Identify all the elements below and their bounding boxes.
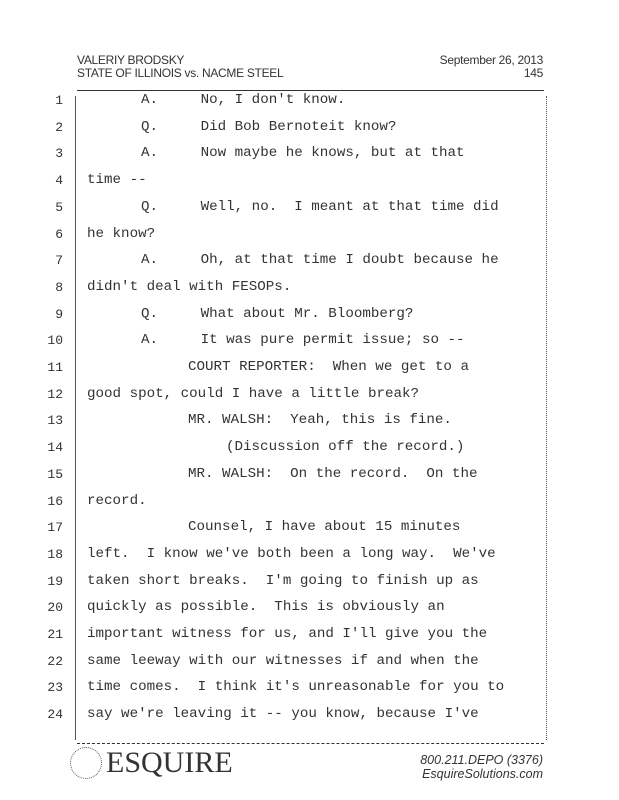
- line-number: 17: [47, 520, 63, 536]
- footer-rule: [77, 743, 544, 744]
- transcript-line-text: Q. What about Mr. Bloomberg?: [141, 305, 414, 322]
- transcript-line-text: he know?: [87, 225, 156, 242]
- line-number: 20: [47, 600, 63, 616]
- line-number: 12: [47, 386, 63, 402]
- transcript-line-text: MR. WALSH: On the record. On the: [188, 465, 478, 482]
- logo-text: ESQUIRE: [106, 746, 233, 779]
- transcript-line-text: COURT REPORTER: When we get to a: [188, 359, 469, 375]
- transcript-line-text: taken short breaks. I'm going to finish …: [87, 572, 479, 589]
- header-right: September 26, 2013 145: [439, 53, 544, 80]
- transcript-line-text: record.: [87, 492, 147, 509]
- line-number: 1: [55, 93, 63, 108]
- line-number: 13: [47, 413, 63, 429]
- transcript-line-text: important witness for us, and I'll give …: [87, 626, 488, 642]
- transcript-line-text: A. Now maybe he knows, but at that: [141, 145, 465, 162]
- website: EsquireSolutions.com: [422, 767, 543, 781]
- line-number: 10: [47, 333, 63, 349]
- line-number: 22: [47, 653, 63, 669]
- right-margin-line: [546, 96, 547, 740]
- witness-name: VALERIY BRODSKY: [77, 53, 185, 67]
- line-number: 4: [55, 173, 63, 189]
- transcript-line-text: Counsel, I have about 15 minutes: [188, 519, 461, 536]
- header-left: VALERIY BRODSKY STATE OF ILLINOIS vs. NA…: [77, 53, 284, 80]
- line-number: 24: [47, 707, 63, 723]
- transcript-line-text: left. I know we've both been a long way.…: [87, 545, 496, 562]
- transcript-line-text: say we're leaving it -- you know, becaus…: [87, 706, 479, 723]
- transcript-line-text: Q. Well, no. I meant at that time did: [141, 198, 499, 215]
- left-margin-line: [75, 96, 76, 740]
- line-number: 2: [55, 119, 63, 135]
- logo-seal-icon: [70, 747, 102, 779]
- transcript-line-text: same leeway with our witnesses if and wh…: [87, 652, 479, 669]
- line-number: 9: [55, 306, 63, 322]
- transcript-line-text: A. No, I don't know.: [141, 92, 346, 108]
- line-number: 7: [55, 253, 63, 269]
- footer-contact: 800.211.DEPO (3376) EsquireSolutions.com: [420, 753, 543, 781]
- line-number: 3: [55, 146, 63, 162]
- header-rule: [77, 90, 544, 91]
- transcript-line-text: MR. WALSH: Yeah, this is fine.: [188, 412, 452, 429]
- line-number: 18: [47, 546, 63, 562]
- line-number: 16: [47, 493, 63, 509]
- line-number: 8: [55, 279, 63, 295]
- transcript-line-text: A. It was pure permit issue; so --: [141, 332, 465, 349]
- case-name: STATE OF ILLINOIS vs. NACME STEEL: [77, 66, 284, 80]
- transcript-line-text: A. Oh, at that time I doubt because he: [141, 252, 499, 269]
- page-number: 145: [523, 66, 543, 80]
- line-number: 15: [47, 466, 63, 482]
- transcript-line-text: good spot, could I have a little break?: [87, 385, 420, 402]
- line-number: 19: [47, 573, 63, 589]
- line-number: 21: [47, 627, 63, 642]
- deposition-date: September 26, 2013: [439, 53, 544, 67]
- transcript-line-text: Q. Did Bob Bernoteit know?: [141, 118, 397, 135]
- transcript-line-text: didn't deal with FESOPs.: [87, 278, 292, 295]
- line-number: 6: [55, 226, 63, 242]
- esquire-logo: ESQUIRE: [70, 747, 233, 779]
- line-number: 5: [55, 199, 63, 215]
- transcript-line-text: time --: [87, 172, 147, 189]
- phone-number: 800.211.DEPO (3376): [420, 753, 543, 767]
- line-number: 23: [47, 680, 63, 696]
- transcript-line-text: time comes. I think it's unreasonable fo…: [87, 679, 505, 696]
- transcript-line-text: (Discussion off the record.): [226, 439, 465, 456]
- transcript-line-text: quickly as possible. This is obviously a…: [87, 599, 445, 616]
- line-number: 11: [47, 360, 63, 375]
- line-number: 14: [47, 440, 63, 456]
